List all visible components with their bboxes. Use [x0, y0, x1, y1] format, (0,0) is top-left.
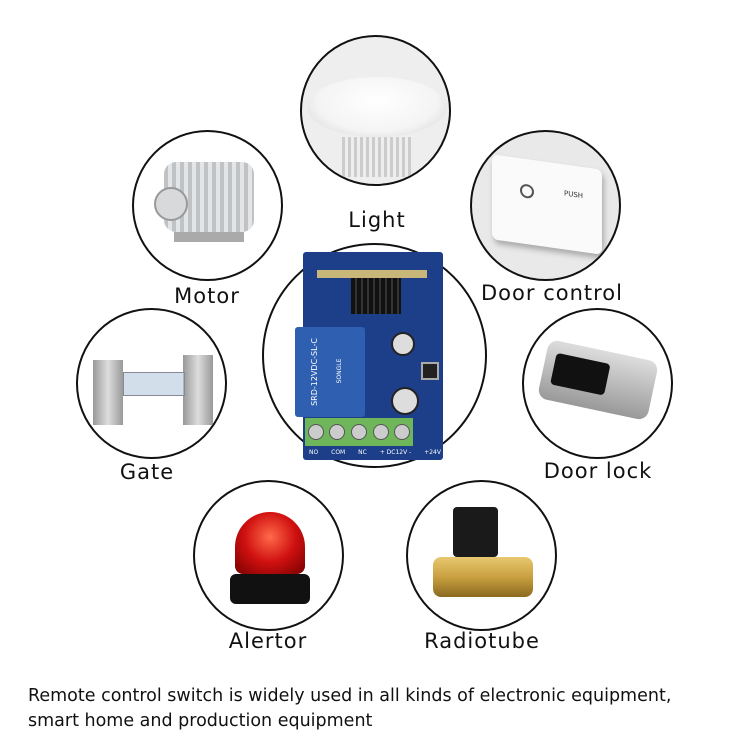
light-circle	[300, 35, 451, 186]
solenoid-coil	[453, 507, 498, 557]
alertor-circle	[193, 480, 344, 631]
key-icon	[520, 183, 534, 200]
receiver-board: SRD-12VDC-SL-C SONGLE NO COM NC + DC12V …	[295, 252, 443, 460]
screw	[329, 424, 346, 440]
turnstile-left	[93, 360, 123, 425]
label-alertor: Alertor	[228, 629, 308, 653]
relay-brand-text: SONGLE	[336, 358, 343, 384]
push-text: PUSH	[564, 189, 584, 201]
learn-button	[421, 362, 439, 380]
antenna-coil	[351, 274, 401, 314]
label-door-control: Door control	[481, 281, 623, 305]
door-control-circle: PUSH	[470, 130, 621, 281]
terminal-dc: + DC12V -	[379, 449, 412, 456]
radiotube-circle	[406, 480, 557, 631]
label-light: Light	[348, 208, 406, 232]
rf-module	[317, 270, 427, 278]
caption-line-2: smart home and production equipment	[28, 711, 373, 731]
label-gate: Gate	[119, 460, 175, 484]
screw	[394, 424, 411, 440]
terminal-24v: +24V	[424, 449, 441, 456]
door-lock-image	[536, 339, 660, 421]
terminal-nc: NC	[358, 449, 367, 456]
light-base	[342, 137, 412, 177]
label-radiotube: Radiotube	[424, 629, 540, 653]
door-lock-circle	[522, 308, 673, 459]
terminal-com: COM	[331, 449, 346, 456]
turnstile-right	[183, 355, 213, 425]
gate-circle	[76, 308, 227, 459]
label-door-lock: Door lock	[543, 459, 653, 483]
caption-line-1: Remote control switch is widely used in …	[28, 686, 672, 706]
label-motor: Motor	[174, 284, 240, 308]
capacitor	[391, 332, 415, 356]
screw	[350, 424, 367, 440]
gate-flap	[123, 372, 185, 396]
relay-model-text: SRD-12VDC-SL-C	[310, 338, 319, 406]
alert-base	[230, 574, 310, 604]
keypad	[550, 352, 611, 396]
terminal-block	[305, 418, 413, 446]
motor-shaft	[154, 187, 188, 221]
ceiling-light-image	[307, 77, 447, 137]
door-button-panel: PUSH	[492, 154, 602, 255]
motor-circle	[132, 130, 283, 281]
motor-foot	[174, 232, 244, 242]
terminal-no: NO	[309, 449, 319, 456]
terminal-labels: NO COM NC + DC12V - +24V	[309, 449, 441, 457]
relay: SRD-12VDC-SL-C SONGLE	[295, 327, 365, 417]
valve-body	[433, 557, 533, 597]
alert-light-image	[235, 512, 305, 574]
capacitor	[391, 387, 419, 415]
screw	[307, 424, 324, 440]
screw	[372, 424, 389, 440]
